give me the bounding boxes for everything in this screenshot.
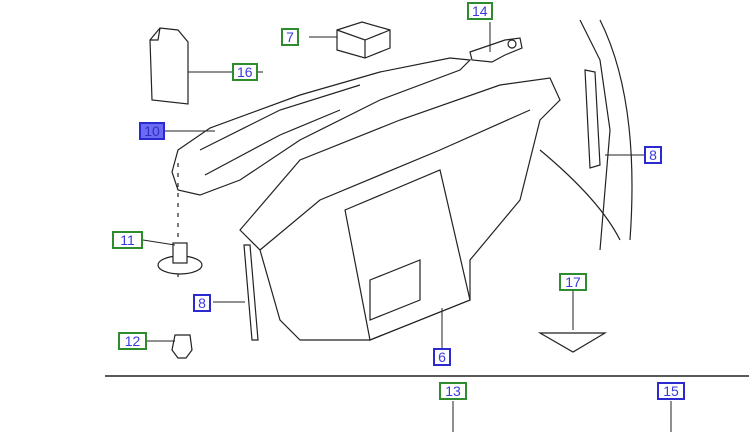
part-8-left-seal (243, 244, 259, 341)
callout-17[interactable]: 17 (559, 273, 587, 291)
callout-10[interactable]: 10 (139, 122, 165, 140)
part-10-cowl-panel (171, 57, 472, 196)
part-12-screw (171, 334, 193, 359)
callout-13[interactable]: 13 (439, 382, 467, 400)
part-8-right-seal (584, 69, 601, 169)
part-14-bracket (469, 37, 523, 63)
callout-14[interactable]: 14 (467, 2, 493, 20)
part-17-pad (537, 332, 608, 353)
callout-12[interactable]: 12 (118, 332, 147, 350)
callout-11[interactable]: 11 (112, 231, 143, 249)
callout-6[interactable]: 6 (433, 348, 451, 366)
callout-8-right[interactable]: 8 (644, 146, 662, 164)
callout-16[interactable]: 16 (232, 63, 258, 81)
callout-8-left[interactable]: 8 (193, 294, 211, 312)
callout-7[interactable]: 7 (281, 28, 299, 46)
part-6-dash-insulator (239, 77, 561, 341)
callout-15[interactable]: 15 (657, 382, 685, 400)
